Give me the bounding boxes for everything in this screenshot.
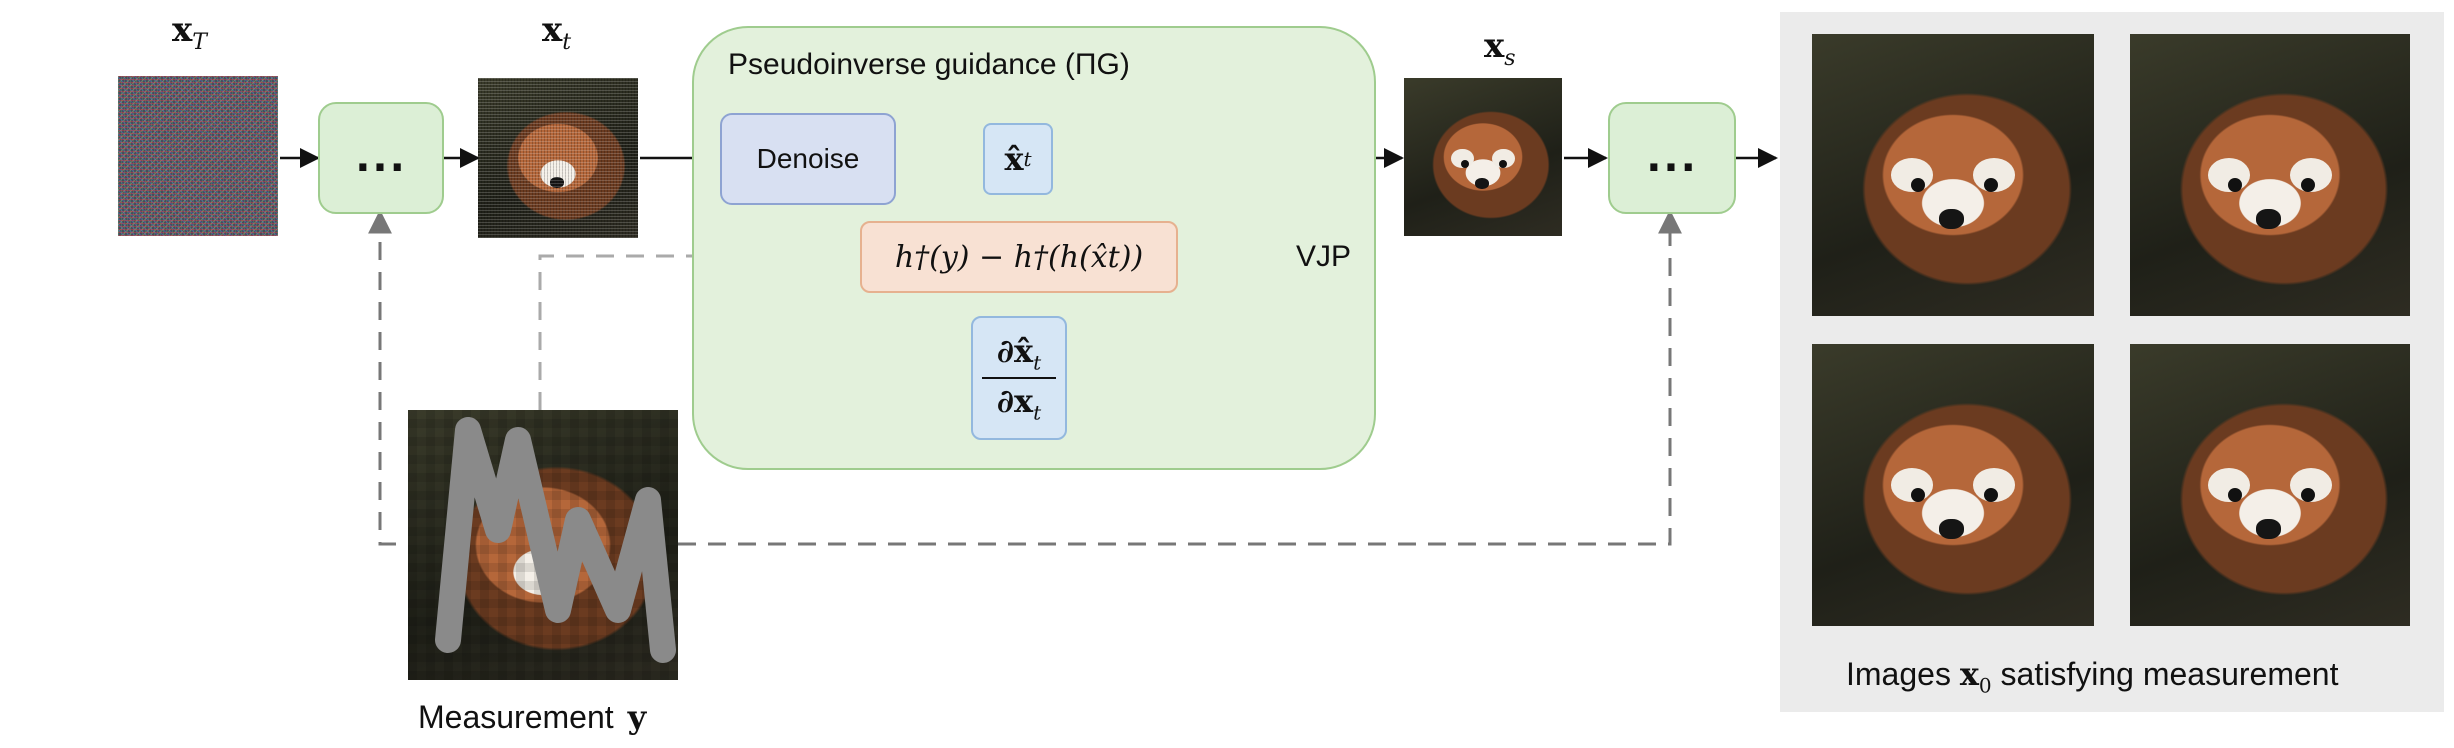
measurement-mask xyxy=(435,417,676,663)
label-xt: xt xyxy=(542,10,572,55)
result-image-1 xyxy=(1812,34,2094,316)
label-xs: xs xyxy=(1484,26,1516,71)
measurement-image xyxy=(408,410,678,680)
xhat-block: x̂t xyxy=(983,123,1053,195)
pig-title: Pseudoinverse guidance (ΠG) xyxy=(728,48,1130,81)
result-image-3 xyxy=(1812,344,2094,626)
ellipsis-box-right: ... xyxy=(1608,102,1736,214)
label-xT: xT xyxy=(172,10,207,55)
image-xs xyxy=(1404,78,1562,236)
noisy-image-xt xyxy=(478,78,638,238)
result-image-4 xyxy=(2130,344,2410,626)
pseudoinverse-formula-block: h†(y) − h†(h(x̂t)) xyxy=(860,221,1178,293)
dashed-measurement-bus xyxy=(378,212,1672,546)
noise-image-xT xyxy=(118,76,278,236)
result-image-2 xyxy=(2130,34,2410,316)
denoise-block: Denoise xyxy=(720,113,896,205)
ellipsis-box-left: ... xyxy=(318,102,444,214)
vjp-label: VJP xyxy=(1296,240,1352,273)
jacobian-block: ∂x̂t ∂xt xyxy=(971,316,1067,440)
gallery-caption: Images x0 satisfying measurement xyxy=(1846,655,2339,698)
